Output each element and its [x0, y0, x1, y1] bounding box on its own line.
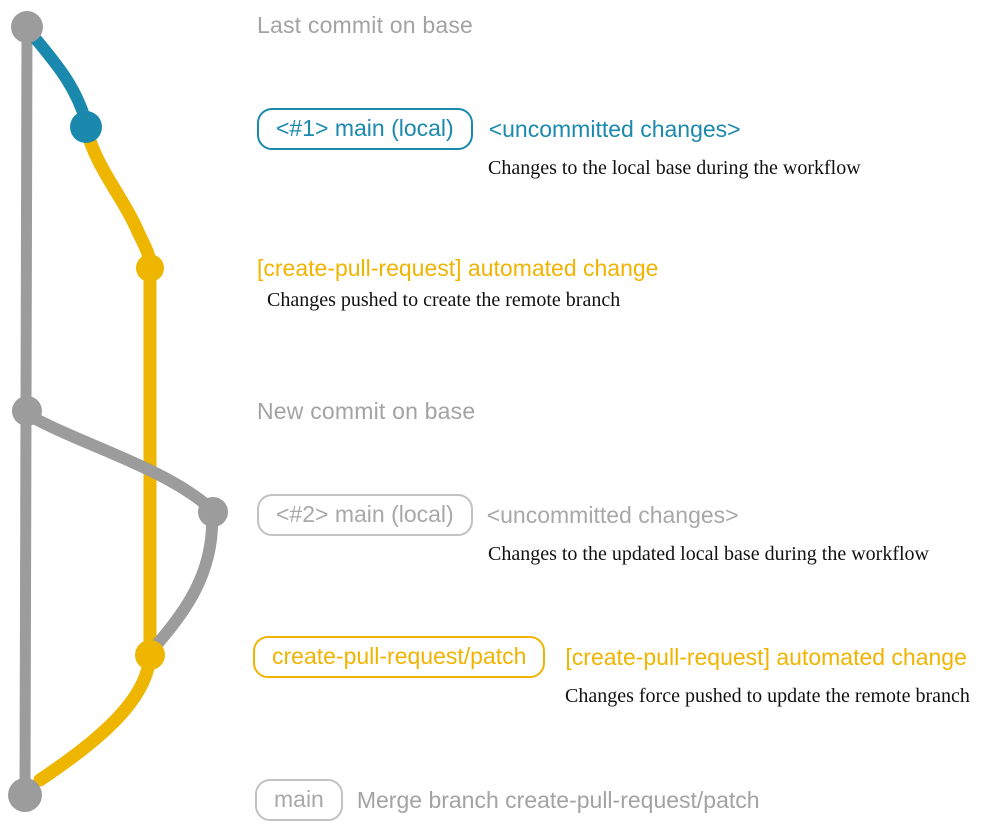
commit-dot-merge: [8, 778, 42, 812]
branch-badge-main: main: [255, 779, 343, 821]
desc-pushed-create: Changes pushed to create the remote bran…: [267, 289, 621, 311]
commit-dot-uncommitted-1: [70, 111, 102, 143]
commit-dot-new-base: [12, 396, 42, 426]
git-graph: [8, 11, 228, 812]
annotation-row-5: main Merge branch create-pull-request/pa…: [255, 779, 760, 821]
desc-local-changes-1: Changes to the local base during the wor…: [488, 157, 861, 179]
desc-force-pushed: Changes force pushed to update the remot…: [565, 685, 970, 707]
commit-dot-automated-1: [136, 254, 164, 282]
annotation-row-2: [create-pull-request] automated change C…: [257, 255, 658, 312]
commit-dot-last-base: [11, 11, 43, 43]
branch-badge-patch: create-pull-request/patch: [253, 636, 546, 678]
annotation-row-3: <#2> main (local) <uncommitted changes> …: [257, 494, 929, 566]
automated-change-title-2: [create-pull-request] automated change: [565, 643, 967, 670]
label-new-commit: New commit on base: [257, 398, 475, 425]
new-commit-text: New commit on base: [257, 398, 476, 424]
desc-local-changes-2: Changes to the updated local base during…: [488, 543, 929, 565]
commit-dot-automated-2: [135, 640, 165, 670]
annotation-row-4: create-pull-request/patch [create-pull-r…: [253, 636, 970, 708]
remote-branch-line: [33, 121, 157, 787]
local-branch-line-2a: [24, 410, 216, 514]
local-branch-line-1: [21, 22, 92, 128]
commit-dot-uncommitted-2: [198, 497, 228, 527]
uncommitted-changes-text-2: <uncommitted changes>: [486, 501, 739, 528]
branch-badge-main-local-1: <#1> main (local): [257, 108, 473, 150]
merge-message-text: Merge branch create-pull-request/patch: [356, 786, 760, 813]
local-branch-line-2b: [146, 510, 219, 656]
branch-badge-main-local-2: <#2> main (local): [257, 494, 473, 536]
uncommitted-changes-text-1: <uncommitted changes>: [488, 115, 741, 142]
annotation-row-1: <#1> main (local) <uncommitted changes> …: [257, 108, 861, 180]
last-commit-text: Last commit on base: [257, 12, 474, 38]
automated-change-title-1: [create-pull-request] automated change: [257, 255, 659, 281]
label-last-commit: Last commit on base: [257, 12, 473, 39]
